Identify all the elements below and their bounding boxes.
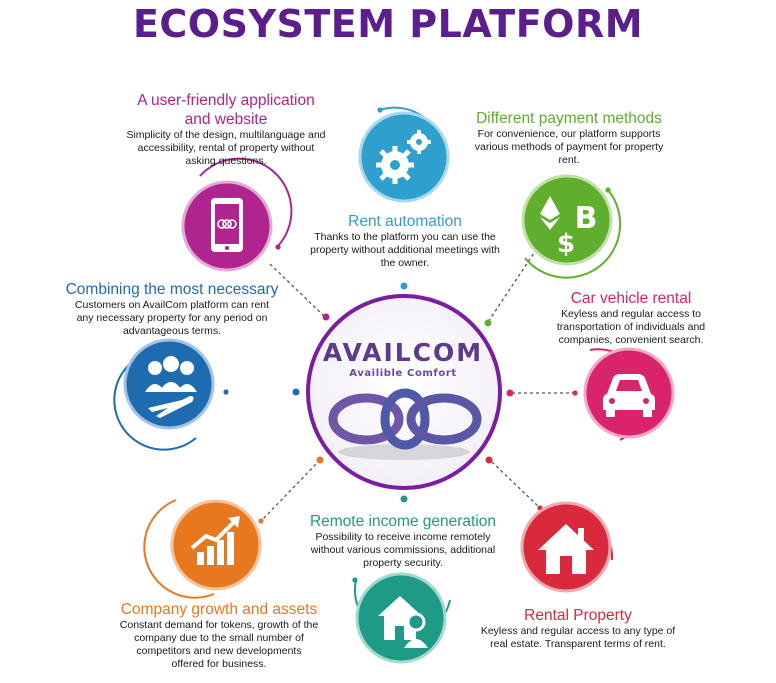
feature-combining-desc-line2: any necessary property for any period on xyxy=(76,312,268,324)
chain-logo-icon xyxy=(328,388,482,450)
feature-growth-desc-line3: competitors and new developments xyxy=(136,645,302,657)
feature-car-desc-line1: Keyless and regular access to xyxy=(560,308,702,320)
feature-car-title: Car vehicle rental xyxy=(570,290,692,307)
feature-app-title-line2: and website xyxy=(184,111,268,128)
connector-dots xyxy=(292,282,514,503)
feature-remote-desc-line1: Possibility to receive income remotely xyxy=(315,531,491,543)
feature-growth-desc-line4: offered for business. xyxy=(171,658,267,670)
page-title: ECOSYSTEM PLATFORM xyxy=(132,2,644,46)
feature-growth-desc-line2: company due to the small number of xyxy=(134,632,304,644)
house-icon xyxy=(538,524,594,574)
feature-payment-desc-line2: various methods of payment for property xyxy=(474,141,664,153)
rental-icon-circle xyxy=(520,501,614,593)
feature-growth-title: Company growth and assets xyxy=(120,601,318,618)
feature-automation: Rent automation Thanks to the platform y… xyxy=(296,212,514,270)
feature-car: Car vehicle rental Keyless and regular a… xyxy=(528,289,734,347)
feature-payment-desc-line3: rent. xyxy=(558,154,580,166)
feature-automation-desc-line2: property without additional meetings wit… xyxy=(310,244,500,256)
feature-automation-desc-line3: the owner. xyxy=(380,257,430,269)
feature-rental-title: Rental Property xyxy=(524,607,632,624)
feature-combining-desc-line3: advantageous terms. xyxy=(122,325,222,337)
growth-chart-icon xyxy=(190,516,240,565)
combining-icon-circle xyxy=(113,338,229,451)
feature-car-desc-line3: companies, convenient search. xyxy=(558,334,704,346)
feature-remote: Remote income generation Possibility to … xyxy=(290,512,516,570)
feature-automation-title: Rent automation xyxy=(348,213,462,230)
feature-payment-desc-line1: For convenience, our platform supports xyxy=(477,128,661,140)
payment-icon-circle: B $ xyxy=(521,174,622,279)
svg-text:$: $ xyxy=(557,229,575,259)
feature-app-desc-line1: Simplicity of the design, multilanguage … xyxy=(126,129,326,141)
feature-combining-desc-line1: Customers on AvailCom platform can rent xyxy=(74,299,270,311)
feature-remote-desc-line3: property security. xyxy=(363,557,443,569)
feature-rental-desc-line1: Keyless and regular access to any type o… xyxy=(480,625,676,637)
feature-rental: Rental Property Keyless and regular acce… xyxy=(462,606,694,651)
growth-icon-circle xyxy=(143,499,264,599)
feature-growth-desc-line1: Constant demand for tokens, growth of th… xyxy=(119,619,319,631)
feature-app-title-line1: A user-friendly application xyxy=(137,92,315,109)
hub-tagline: Availible Comfort xyxy=(349,368,457,379)
smartphone-icon xyxy=(211,198,243,252)
gears-icon xyxy=(376,130,431,184)
feature-remote-desc-line2: without various commissions, additional xyxy=(310,544,496,556)
feature-app-desc-line3: asking questions. xyxy=(185,155,267,167)
feature-car-desc-line2: transportation of individuals and xyxy=(556,321,706,333)
people-plane-icon xyxy=(145,356,197,418)
feature-app: A user-friendly application and website … xyxy=(112,91,340,168)
connector-lines xyxy=(261,243,575,521)
svg-text:B: B xyxy=(575,201,598,236)
remote-icon-circle xyxy=(352,572,451,664)
car-icon xyxy=(603,374,655,417)
app-icon-circle xyxy=(181,157,293,272)
crypto-currency-icon: B $ xyxy=(540,196,597,259)
feature-payment: Different payment methods For convenienc… xyxy=(455,109,683,167)
feature-combining-title: Combining the most necessary xyxy=(65,281,279,298)
house-person-icon xyxy=(378,596,428,648)
feature-payment-title: Different payment methods xyxy=(476,110,662,127)
feature-app-desc-line2: accessibility, rental of property withou… xyxy=(137,142,315,154)
hub-brand-name: AVAILCOM xyxy=(322,338,484,367)
feature-rental-desc-line2: real estate. Transparent terms of rent. xyxy=(490,638,666,650)
feature-remote-title: Remote income generation xyxy=(309,513,497,530)
feature-growth: Company growth and assets Constant deman… xyxy=(102,600,336,671)
feature-automation-desc-line1: Thanks to the platform you can use the xyxy=(314,231,496,243)
feature-combining: Combining the most necessary Customers o… xyxy=(52,280,292,338)
car-icon-circle xyxy=(572,347,675,441)
automation-icon-circle xyxy=(358,106,450,203)
